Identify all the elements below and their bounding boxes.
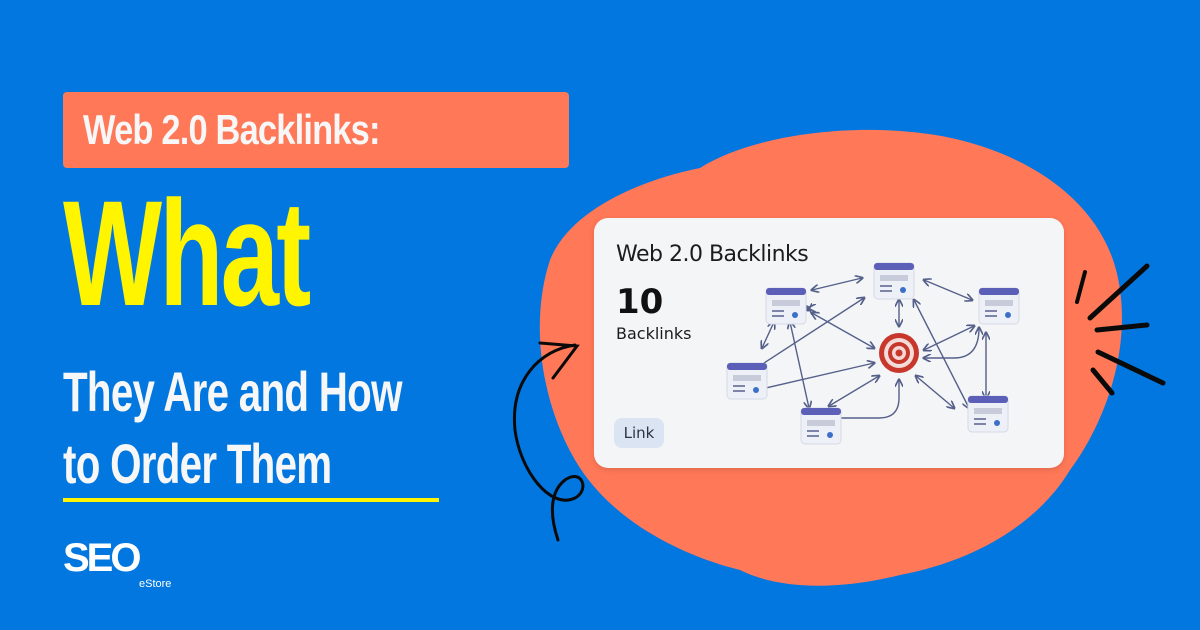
title-tag: Web 2.0 Backlinks: bbox=[63, 92, 569, 168]
title-tag-text: Web 2.0 Backlinks: bbox=[83, 106, 380, 153]
site-window-icon bbox=[873, 262, 915, 300]
backlink-count: 10 bbox=[616, 282, 664, 322]
card-title: Web 2.0 Backlinks bbox=[616, 242, 809, 267]
backlink-count-label: Backlinks bbox=[616, 324, 692, 343]
logo-sub-text: eStore bbox=[139, 578, 172, 590]
site-window-icon bbox=[765, 287, 807, 325]
yellow-underline bbox=[63, 498, 439, 502]
backlinks-card: Web 2.0 Backlinks 10 Backlinks Link bbox=[594, 218, 1064, 468]
seo-estore-logo: SEO eStore bbox=[63, 536, 171, 590]
backlink-network-diagram bbox=[726, 262, 1020, 445]
logo-brand-text: SEO bbox=[63, 536, 142, 580]
site-window-icon bbox=[967, 395, 1009, 433]
site-window-icon bbox=[978, 287, 1020, 325]
link-button[interactable]: Link bbox=[614, 418, 664, 448]
site-window-icon bbox=[726, 362, 768, 400]
site-window-icon bbox=[800, 407, 842, 445]
subheadline-line-2: to Order Them bbox=[63, 432, 332, 495]
subheadline-line-1: They Are and How bbox=[63, 360, 402, 423]
target-icon bbox=[879, 333, 919, 373]
headline-what: What bbox=[63, 169, 311, 337]
